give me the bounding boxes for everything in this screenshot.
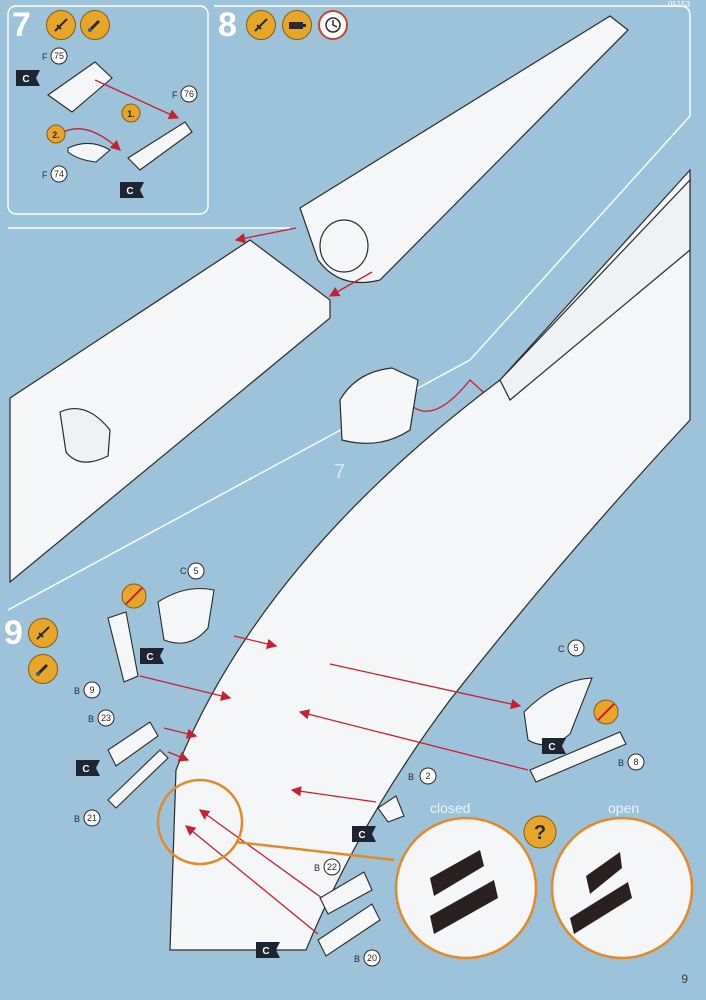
part-label-c5-left: C 5 (180, 562, 205, 580)
svg-text:23: 23 (101, 713, 111, 723)
svg-text:75: 75 (54, 51, 64, 61)
svg-text:C: C (262, 946, 269, 957)
glue-brush-icon (80, 10, 110, 40)
cutter-icon (28, 618, 58, 648)
part-label-c5-right: C 5 (558, 639, 585, 657)
glue-brush-icon (28, 654, 58, 684)
svg-text:C: C (558, 644, 565, 654)
svg-text:76: 76 (184, 89, 194, 99)
step9-parts (107, 587, 627, 957)
svg-text:74: 74 (54, 169, 64, 179)
step-number-9: 9 (4, 614, 23, 652)
svg-text:21: 21 (87, 813, 97, 823)
cutter-icon (246, 10, 276, 40)
svg-text:C: C (146, 652, 153, 663)
color-flag: C (256, 942, 280, 958)
svg-text:C: C (548, 742, 555, 753)
part-label-b22: B 22 (314, 858, 341, 876)
svg-text:B: B (354, 954, 360, 964)
svg-text:B: B (618, 758, 624, 768)
part-label-f75: F 75 (42, 47, 68, 65)
step7-parts (47, 61, 193, 171)
step8-fuselage-tail (299, 15, 629, 284)
glue-tube-icon (282, 10, 312, 40)
part-label-b2: B 2 (408, 767, 437, 785)
page-number: 9 (681, 972, 688, 986)
svg-text:?: ? (534, 822, 546, 844)
svg-text:20: 20 (367, 953, 377, 963)
detail-label-open: open (608, 800, 640, 816)
cutter-icon (46, 10, 76, 40)
svg-text:22: 22 (327, 862, 337, 872)
svg-text:2.: 2. (52, 130, 60, 140)
color-flag: C (352, 826, 376, 842)
svg-text:F: F (42, 170, 48, 180)
cutter-icon (121, 583, 147, 609)
step8-ref-label: 7 (334, 461, 345, 483)
svg-text:5: 5 (193, 566, 198, 576)
detail-label-closed: closed (430, 800, 471, 816)
svg-text:C: C (82, 764, 89, 775)
svg-text:1.: 1. (127, 109, 135, 119)
part-label-b21: B 21 (74, 809, 101, 827)
clock-icon (318, 10, 348, 40)
svg-text:F: F (42, 52, 48, 62)
part-label-b23: B 23 (88, 709, 115, 727)
cutter-icon (593, 699, 619, 725)
svg-text:8: 8 (633, 757, 638, 767)
step9-arrows (139, 635, 529, 935)
svg-text:B: B (74, 686, 80, 696)
svg-text:F: F (172, 90, 178, 100)
svg-text:2: 2 (425, 771, 430, 781)
step-number-8: 8 (218, 6, 237, 44)
color-flag: C (542, 738, 566, 754)
svg-text:B: B (88, 714, 94, 724)
panel-borders (7, 5, 691, 611)
part-label-f76: F 76 (172, 85, 198, 103)
part-label-f74: F 74 (42, 165, 68, 183)
color-flag: C (140, 648, 164, 664)
step8-hull-half (9, 239, 331, 584)
color-flag: C (16, 70, 40, 86)
svg-text:C: C (22, 74, 29, 85)
step-number-7: 7 (12, 6, 31, 44)
part-label-b20: B 20 (354, 949, 381, 967)
svg-text:B: B (314, 863, 320, 873)
svg-text:C: C (126, 186, 133, 197)
conning-tower-part (339, 367, 419, 444)
svg-text:C: C (180, 566, 187, 576)
color-flag: C (76, 760, 100, 776)
part-label-b8: B 8 (618, 753, 645, 771)
svg-text:9: 9 (89, 685, 94, 695)
order-label-1: 1. (121, 103, 141, 123)
main-hull (169, 168, 691, 951)
part-label-b9: B 9 (74, 681, 101, 699)
detail-closed-content (430, 850, 632, 934)
svg-text:C: C (358, 830, 365, 841)
svg-text:5: 5 (573, 643, 578, 653)
color-flag: C (120, 182, 144, 198)
svg-text:B: B (74, 814, 80, 824)
question-icon: ? (523, 815, 557, 849)
svg-text:B: B (408, 772, 414, 782)
order-label-2: 2. (46, 124, 66, 144)
page-code: 05153 (667, 0, 690, 9)
